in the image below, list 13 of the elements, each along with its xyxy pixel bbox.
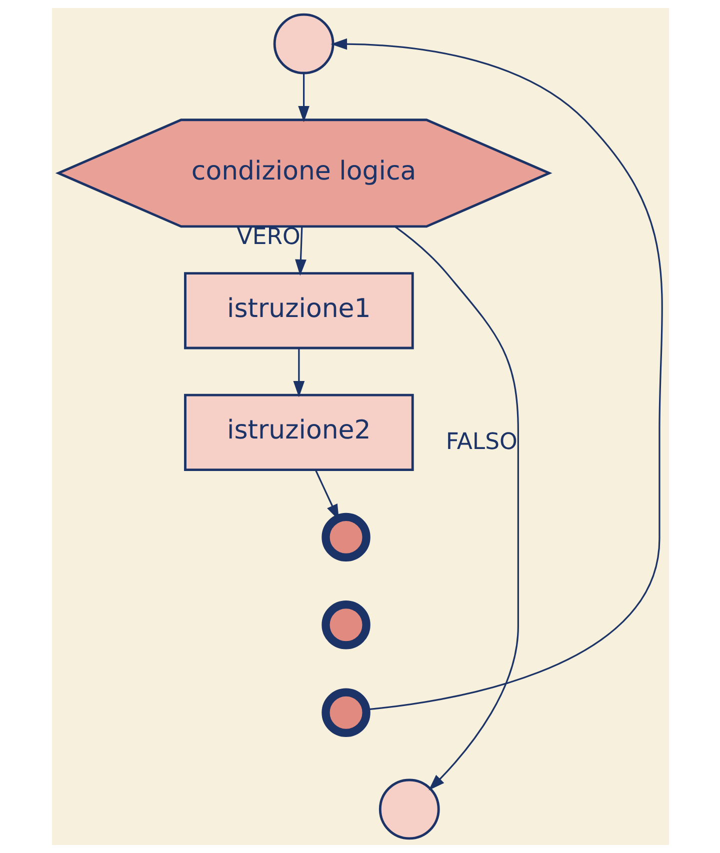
node-circle (378, 778, 440, 840)
arrow (394, 226, 518, 790)
arrow (292, 348, 304, 398)
node-circle (321, 600, 370, 650)
node-circle (272, 13, 334, 74)
node-box: istruzione1 (184, 272, 414, 350)
arrow (330, 38, 662, 710)
node-box: istruzione2 (184, 394, 414, 472)
arrow (294, 226, 306, 276)
node-circle (321, 688, 370, 737)
arrow (298, 73, 309, 122)
node-circle (321, 512, 370, 562)
edge-label: FALSO (445, 429, 517, 456)
